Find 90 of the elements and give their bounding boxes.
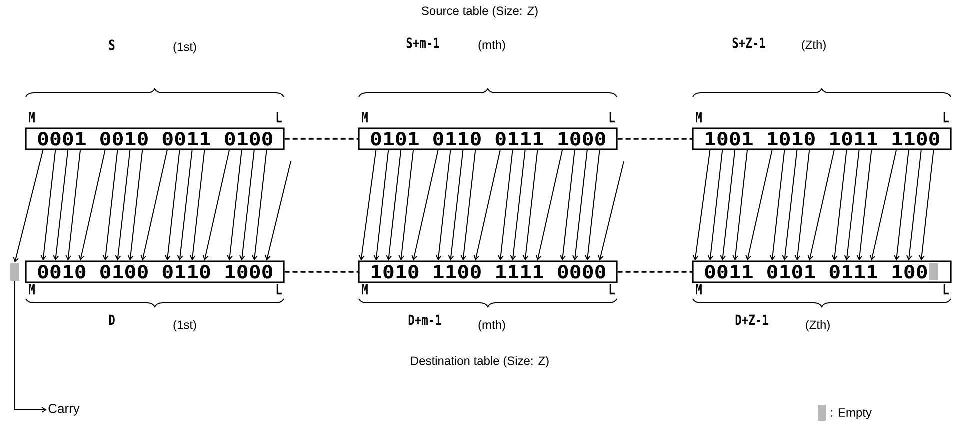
arrow	[53, 150, 69, 261]
arrow	[770, 150, 786, 261]
bit-order-label: M	[362, 284, 368, 295]
register-box: 0011 0101 0111 100	[692, 260, 952, 284]
arrow	[894, 150, 910, 261]
bit-order-label: M	[696, 112, 702, 123]
arrow	[844, 150, 860, 261]
arrow	[746, 150, 773, 261]
arrow	[40, 150, 56, 261]
register-box: 1001 1010 1011 1100	[692, 128, 952, 150]
arrow	[358, 150, 377, 261]
arrow	[584, 150, 600, 261]
address-label: S+Z-1	[732, 38, 766, 48]
ordinal-label: (mth)	[478, 40, 506, 52]
arrow	[448, 150, 464, 261]
ordinal-label: (mth)	[478, 320, 506, 332]
ordinal-label: (Zth)	[802, 40, 826, 52]
arrow	[78, 150, 106, 261]
arrow	[708, 150, 724, 261]
register-box: 0001 0010 0011 0100	[25, 128, 285, 150]
table-caption: Source table (Size: Z)	[422, 6, 538, 18]
arrow	[856, 150, 872, 261]
arrow	[598, 161, 624, 261]
arrow	[808, 150, 835, 261]
arrow	[13, 150, 44, 263]
arrow	[177, 150, 193, 261]
bit-order-label: M	[696, 284, 702, 295]
arrow	[794, 150, 810, 261]
legend-label: : Empty	[831, 408, 872, 420]
address-label: D+m-1	[408, 314, 442, 326]
arrow	[720, 150, 736, 261]
arrow	[374, 150, 390, 261]
bit-order-label: L	[276, 112, 282, 123]
arrow	[190, 150, 206, 261]
address-label: S+m-1	[406, 38, 440, 48]
arrow	[140, 150, 168, 261]
carry-arrow	[14, 280, 47, 413]
arrow	[115, 150, 131, 261]
arrow	[560, 150, 576, 261]
dashed-connector	[618, 138, 692, 140]
arrow	[870, 150, 897, 261]
bit-order-label: L	[944, 112, 949, 123]
arrow	[386, 150, 402, 261]
carry-bit-cell	[10, 263, 20, 281]
bit-order-label: L	[610, 112, 615, 123]
arrow	[918, 150, 934, 261]
arrow	[239, 150, 255, 261]
register-box: 1010 1100 1111 0000	[358, 260, 618, 284]
arrow	[66, 150, 81, 261]
arrow	[412, 150, 439, 261]
arrow	[510, 150, 526, 261]
bit-order-label: L	[276, 284, 282, 295]
arrow	[832, 150, 848, 261]
bit-order-label: M	[29, 284, 35, 295]
bit-order-label: L	[610, 284, 615, 295]
dashed-connector	[284, 138, 358, 140]
arrow	[906, 150, 922, 261]
bit-order-label: M	[362, 112, 368, 123]
address-label: S	[109, 40, 115, 50]
arrow	[128, 150, 144, 261]
arrow	[460, 150, 476, 261]
arrow	[202, 150, 230, 261]
text-label: Carry	[48, 404, 80, 416]
arrow	[498, 150, 514, 261]
arrow	[436, 150, 452, 261]
arrow	[522, 150, 538, 261]
arrow	[398, 150, 414, 261]
dashed-connector	[284, 271, 358, 273]
dashed-connector	[618, 271, 692, 273]
arrow	[252, 150, 268, 261]
register-box: 0010 0100 0110 1000	[25, 260, 285, 284]
ordinal-label: (Zth)	[806, 320, 830, 332]
register-box: 0101 0110 0111 1000	[358, 128, 618, 150]
arrow	[692, 150, 711, 261]
arrow	[265, 161, 292, 261]
arrow	[102, 150, 118, 261]
table-caption: Destination table (Size: Z)	[411, 356, 549, 368]
ordinal-label: (1st)	[174, 320, 196, 332]
arrow	[536, 150, 563, 261]
arrow	[572, 150, 588, 261]
arrow	[227, 150, 242, 261]
arrow	[782, 150, 798, 261]
bit-order-label: M	[29, 112, 35, 123]
arrow	[474, 150, 501, 261]
arrow	[732, 150, 748, 261]
bit-order-label: L	[944, 284, 949, 295]
address-label: D+Z-1	[736, 314, 768, 326]
ordinal-label: (1st)	[174, 42, 196, 54]
address-label: D	[109, 314, 115, 326]
arrow	[164, 150, 180, 261]
